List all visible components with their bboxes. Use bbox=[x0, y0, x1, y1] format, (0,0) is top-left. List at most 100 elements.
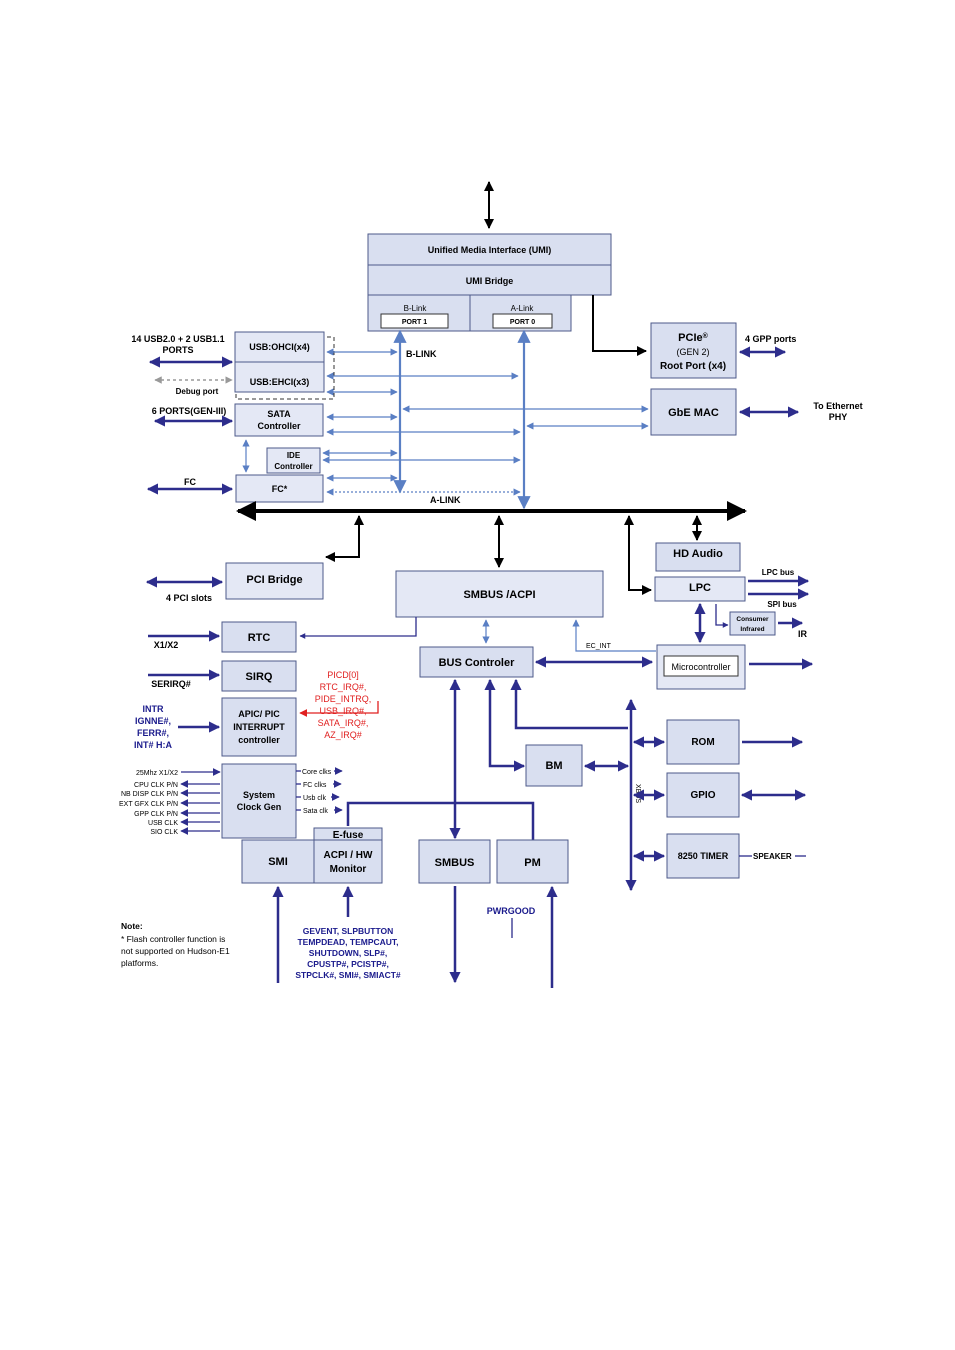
ec-int-label: EC_INT bbox=[586, 643, 612, 650]
consumer-ir-block bbox=[729, 611, 776, 636]
bus-controller-bm-link bbox=[484, 678, 526, 772]
smbus-acpi-rtc-link bbox=[299, 617, 417, 639]
pci-slots-label: 4 PCI slots bbox=[166, 593, 212, 603]
clock-inputs: 25Mhz X1/X2 CPU CLK P/N NB DISP CLK P/N … bbox=[119, 768, 221, 836]
umi-bridge-block bbox=[367, 264, 612, 296]
pcie-title: PCIe® bbox=[678, 332, 708, 345]
microcontroller-inner bbox=[663, 655, 739, 677]
irq-line: USB_IRQ#, bbox=[319, 706, 366, 716]
irq-list: PICD[0] RTC_IRQ#, PIDE_INTRQ, USB_IRQ#, … bbox=[315, 670, 372, 740]
timer-block bbox=[666, 833, 740, 879]
acpi-signal: SHUTDOWN, SLP#, bbox=[309, 948, 387, 958]
clock-gen-label-1: System bbox=[243, 790, 275, 800]
acpi-hw-label-2: Monitor bbox=[330, 864, 367, 875]
usb-ohci-block bbox=[234, 331, 325, 363]
clock-gen-block bbox=[221, 763, 297, 839]
clk-out-label: FC clks bbox=[303, 782, 327, 789]
apic-label-1: APIC/ PIC bbox=[238, 709, 280, 719]
sata-ports-label: 6 PORTS(GEN-III) bbox=[152, 406, 227, 416]
usb-ports-label-1: 14 USB2.0 + 2 USB1.1 bbox=[131, 334, 224, 344]
sata-block bbox=[234, 403, 324, 437]
umi-pcie-link bbox=[592, 295, 647, 356]
clk-out-label: Sata clk bbox=[303, 808, 328, 815]
footnote: Note: * Flash controller function is not… bbox=[121, 921, 230, 968]
a-link-header: A-Link bbox=[511, 304, 535, 313]
b-link-header: B-Link bbox=[404, 304, 428, 313]
consumer-ir-label-2: Infrared bbox=[740, 626, 764, 633]
intr-label-1: INTR bbox=[143, 704, 164, 714]
clk-out-label: USB CLK bbox=[148, 820, 178, 827]
timer-label: 8250 TIMER bbox=[678, 851, 729, 861]
fc-label: FC* bbox=[272, 484, 288, 494]
umi-bridge-label: UMI Bridge bbox=[466, 276, 514, 286]
ide-block bbox=[266, 447, 321, 474]
clk-out-label: Usb clk bbox=[303, 795, 326, 802]
pcie-block bbox=[650, 322, 737, 379]
bus-pci-bridge-link bbox=[325, 515, 364, 562]
smbus-acpi-label: SMBUS /ACPI bbox=[463, 589, 535, 601]
consumer-ir-label-1: Consumer bbox=[736, 616, 769, 623]
smbus-block bbox=[418, 839, 491, 884]
hd-audio-block bbox=[655, 542, 741, 572]
port0-box bbox=[492, 313, 553, 329]
acpi-hw-block bbox=[313, 839, 383, 884]
pwrgood-label: PWRGOOD bbox=[487, 906, 536, 916]
lpc-bus-label: LPC bus bbox=[762, 568, 795, 577]
usb-ehci-label: USB:EHCI(x3) bbox=[250, 377, 310, 387]
rtc-label: RTC bbox=[248, 632, 271, 644]
microcontroller-label: Microcontroller bbox=[671, 662, 730, 672]
gpio-block bbox=[666, 772, 740, 818]
clock-outputs: Core clks FC clks Usb clk Sata clk bbox=[296, 767, 343, 815]
ethernet-label-1: To Ethernet bbox=[813, 401, 862, 411]
rom-label: ROM bbox=[691, 737, 714, 748]
clk-out-label: Core clks bbox=[302, 769, 332, 776]
bus-controller-label: BUS Controler bbox=[439, 657, 516, 669]
footnote-title: Note: bbox=[121, 921, 143, 931]
sata-label-2: Controller bbox=[257, 421, 300, 431]
gpp-ports-label: 4 GPP ports bbox=[745, 334, 796, 344]
rom-block bbox=[666, 719, 740, 765]
speaker-label: SPEAKER bbox=[753, 852, 792, 861]
apic-label-2: INTERRUPT bbox=[233, 722, 285, 732]
lpc-label: LPC bbox=[689, 582, 711, 594]
port1-box bbox=[380, 313, 449, 329]
sirq-label: SIRQ bbox=[246, 671, 273, 683]
efuse-label: E-fuse bbox=[333, 830, 364, 841]
b-link-label: B-LINK bbox=[406, 349, 437, 359]
xbus-label: XBUS bbox=[634, 784, 641, 803]
internal-bus-line bbox=[346, 801, 535, 840]
footnote-line: platforms. bbox=[121, 958, 158, 968]
acpi-signal: STPCLK#, SMI#, SMIACT# bbox=[295, 970, 401, 980]
lpc-consumer-ir-link bbox=[715, 604, 729, 628]
gbe-mac-block bbox=[650, 388, 737, 436]
acpi-signal: CPUSTP#, PCISTP#, bbox=[307, 959, 389, 969]
apic-label-3: controller bbox=[238, 735, 280, 745]
usb-ehci-block bbox=[234, 361, 325, 393]
acpi-hw-label-1: ACPI / HW bbox=[324, 850, 373, 861]
clk-out-label: SIO CLK bbox=[150, 829, 178, 836]
clk-in-label: 25Mhz X1/X2 bbox=[136, 770, 178, 777]
gbe-mac-label: GbE MAC bbox=[668, 407, 719, 419]
pm-label: PM bbox=[524, 857, 541, 869]
irq-to-apic-arrow bbox=[299, 701, 379, 717]
bus-controller-xbus-link bbox=[510, 678, 628, 730]
fc-block bbox=[235, 474, 324, 503]
intr-label-3: FERR#, bbox=[137, 728, 169, 738]
x1x2-label: X1/X2 bbox=[154, 640, 179, 650]
port0-label: PORT 0 bbox=[510, 319, 535, 326]
clk-out-label: EXT GFX CLK P/N bbox=[119, 801, 178, 808]
smbus-label: SMBUS bbox=[435, 857, 475, 869]
serirq-label: SERIRQ# bbox=[151, 679, 191, 689]
intr-label-2: IGNNE#, bbox=[135, 716, 171, 726]
smi-block bbox=[241, 839, 315, 884]
port1-label: PORT 1 bbox=[402, 319, 427, 326]
footnote-line: * Flash controller function is bbox=[121, 934, 225, 944]
ethernet-label-2: PHY bbox=[829, 412, 848, 422]
clk-out-label: CPU CLK P/N bbox=[134, 782, 178, 789]
ec-int-link bbox=[572, 619, 656, 652]
irq-line: RTC_IRQ#, bbox=[320, 682, 367, 692]
irq-line: AZ_IRQ# bbox=[324, 730, 362, 740]
bus-lpc-link bbox=[624, 515, 652, 595]
sirq-block bbox=[221, 660, 297, 692]
acpi-signal-list: GEVENT, SLPBUTTON TEMPDEAD, TEMPCAUT, SH… bbox=[295, 926, 401, 980]
